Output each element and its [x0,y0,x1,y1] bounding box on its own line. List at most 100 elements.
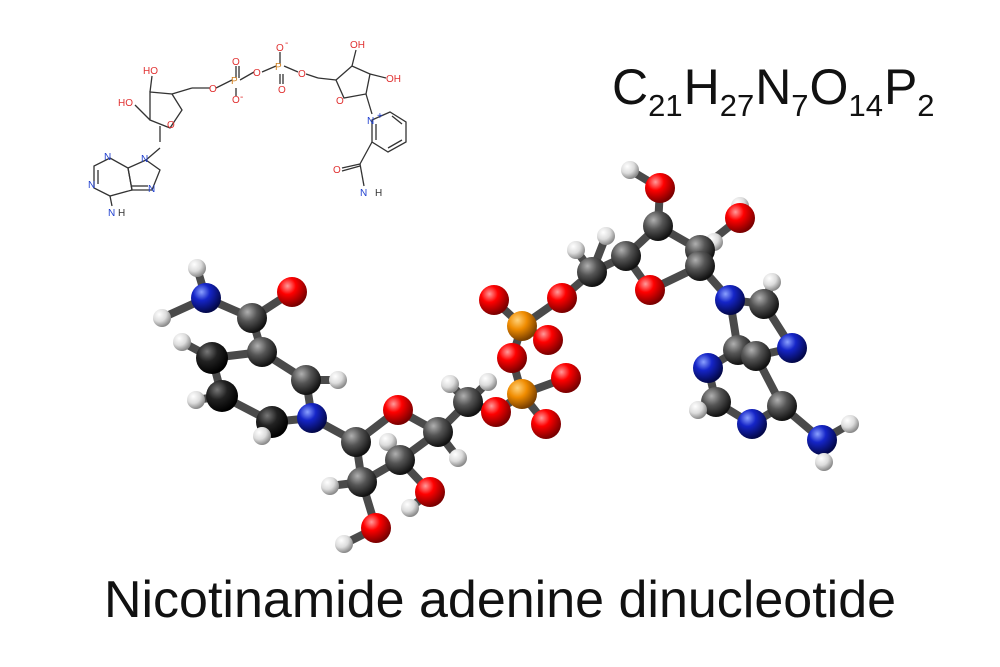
struct-amide-n: N [360,188,367,199]
formula-count: 14 [848,88,883,123]
ball-and-stick-model [153,161,859,553]
molecular-formula: C21H27N7O14P2 [612,62,936,121]
nitrogen-atom [807,425,837,455]
formula-symbol: N [755,59,792,115]
carbon-atom [453,387,483,417]
oxygen-atom [497,343,527,373]
phosphorus-atom [507,379,537,409]
struct-adenine-nh2-h: H [118,208,125,219]
formula-symbol: P [883,59,918,115]
struct-adenine-n9: N [141,154,148,165]
oxygen-atom [481,397,511,427]
hydrogen-atom [253,427,271,445]
nitrogen-atom [715,285,745,315]
struct-adenine-n7: N [148,184,155,195]
struct-adenine-nh2-n: N [108,208,115,219]
carbon-atom [749,289,779,319]
nitrogen-atom [693,353,723,383]
carbon-atom [611,241,641,271]
hydrogen-atom [621,161,639,179]
struct-p2-o-down: O [278,85,286,96]
formula-symbol: H [683,59,720,115]
carbon-atom [767,391,797,421]
struct-bridge-o-1: O [253,68,261,79]
carbon-atom [341,427,371,457]
struct-bridge-o-2: O [298,69,306,80]
hydrogen-atom [379,433,397,451]
oxygen-atom [635,275,665,305]
struct-oh-top-right: OH [350,40,365,51]
hydrogen-atom [335,535,353,553]
carbon-atom [701,387,731,417]
hydrogen-atom [479,373,497,391]
carbon-atom [423,417,453,447]
hydrogen-atom [153,309,171,327]
nitrogen-atom [297,403,327,433]
oxygen-atom [277,277,307,307]
oxygen-atom [547,283,577,313]
oxygen-atom [533,325,563,355]
carbon-atom [643,211,673,241]
struct-p1-charge: - [240,92,243,103]
struct-amide-o: O [333,165,341,176]
carbon-atom [741,341,771,371]
hydrogen-atom [449,449,467,467]
carbon-atom [291,365,321,395]
struct-pyridinium-charge: + [377,111,383,122]
struct-phosphate-2: P [275,62,282,73]
oxygen-atom [361,513,391,543]
struct-adenine-n3: N [88,180,95,191]
formula-count: 2 [917,88,935,123]
formula-symbol: O [809,59,849,115]
carbon-atom [577,257,607,287]
struct-p1-o-down: O [232,95,240,106]
hydrogen-atom [441,375,459,393]
formula-symbol: C [612,59,649,115]
hydrogen-atom [597,227,615,245]
struct-p2-charge: - [285,38,288,49]
nitrogen-atom [777,333,807,363]
oxygen-atom [479,285,509,315]
struct-p2-o-up: O [276,43,284,54]
struct-amide-h: H [375,188,382,199]
hydrogen-atom [329,371,347,389]
oxygen-atom [383,395,413,425]
struct-oh-mid-right: OH [386,74,401,85]
carbon-atom [347,467,377,497]
oxygen-atom [551,363,581,393]
phosphorus-atom [507,311,537,341]
formula-count: 7 [791,88,809,123]
struct-p1-o-up: O [232,57,240,68]
oxygen-atom [531,409,561,439]
hydrogen-atom [173,333,191,351]
hydrogen-atom [815,453,833,471]
hydrogen-atom [689,401,707,419]
oxygen-atom [415,477,445,507]
structural-formula [93,49,407,207]
hydrogen-atom [321,477,339,495]
struct-ho-top: HO [143,66,158,77]
carbon-atom [247,337,277,367]
hydrogen-atom [188,259,206,277]
hydrogen-atom [763,273,781,291]
carbon-atom [206,380,238,412]
struct-phosphate-1: P [231,76,238,87]
struct-ring-o-right: O [336,96,344,107]
struct-pyridinium-n: N [367,116,374,127]
carbon-atom [196,342,228,374]
nitrogen-atom [191,283,221,313]
nitrogen-atom [737,409,767,439]
carbon-atom [685,251,715,281]
molecule-name-caption: Nicotinamide adenine dinucleotide [103,571,897,629]
oxygen-atom [725,203,755,233]
formula-count: 21 [648,88,683,123]
hydrogen-atom [187,391,205,409]
carbon-atom [385,445,415,475]
structural-formula-labels: HO HO O O P O P O O O - O - O OH OH O N … [88,38,401,219]
hydrogen-atom [841,415,859,433]
struct-o5-left: O [209,84,217,95]
struct-adenine-n1: N [104,152,111,163]
carbon-atom [237,303,267,333]
struct-ho-mid: HO [118,98,133,109]
